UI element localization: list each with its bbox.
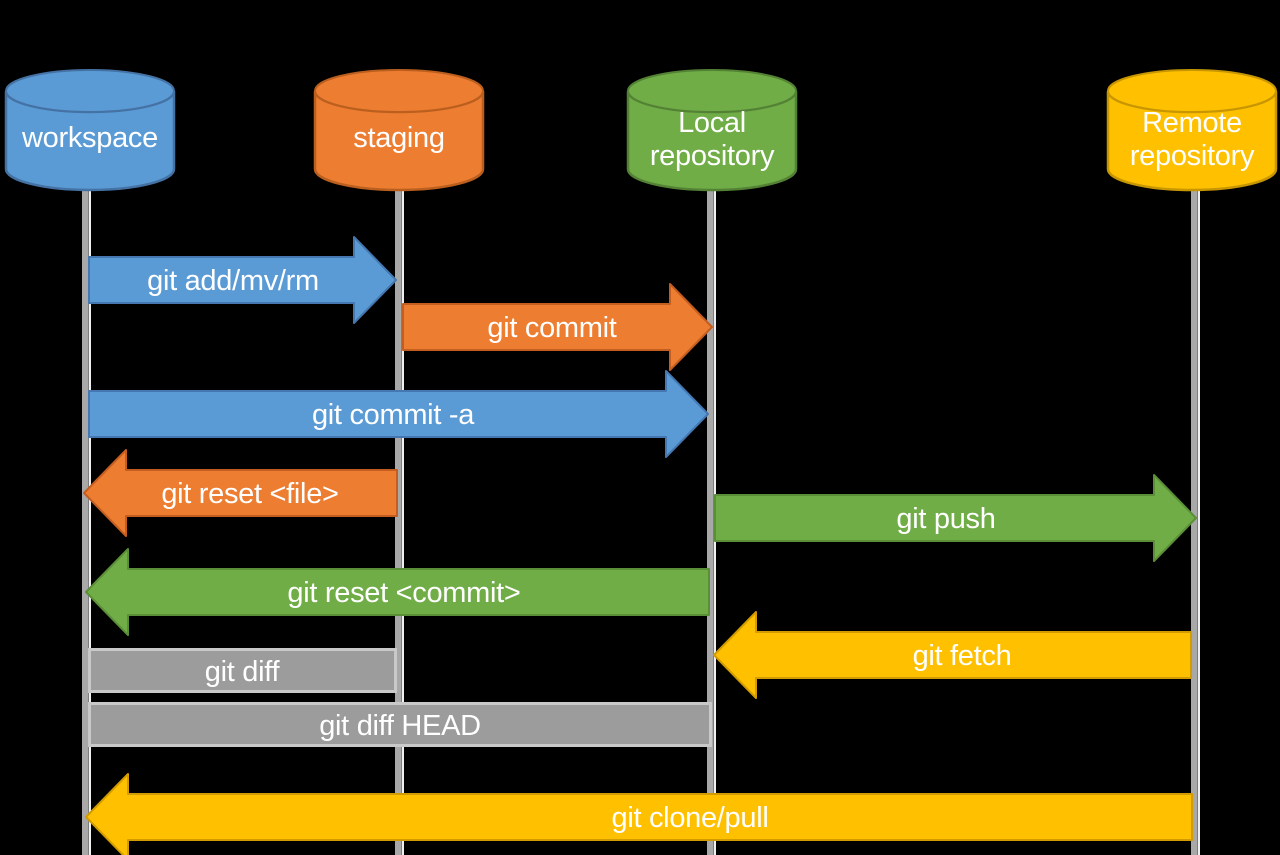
arrow-git-fetch: git fetch bbox=[713, 611, 1192, 699]
arrow-git-commit: git commit bbox=[402, 283, 713, 371]
arrow-shape bbox=[714, 474, 1197, 562]
arrow-label: git fetch bbox=[913, 640, 1012, 672]
arrow-shape bbox=[85, 773, 1193, 855]
store-local-repository bbox=[626, 69, 798, 192]
arrow-label: git commit bbox=[487, 312, 616, 344]
bar-git-diff: git diff bbox=[88, 648, 397, 693]
arrow-label: git reset <file> bbox=[161, 478, 338, 510]
arrow-shape bbox=[83, 449, 398, 537]
arrow-shape bbox=[713, 611, 1192, 699]
arrow-label: git commit -a bbox=[312, 399, 475, 431]
arrow-label: git add/mv/rm bbox=[147, 265, 319, 297]
arrow-git-reset-file: git reset <file> bbox=[83, 449, 398, 537]
arrow-shape bbox=[88, 236, 397, 324]
arrow-git-add-mv-rm: git add/mv/rm bbox=[88, 236, 397, 324]
store-staging bbox=[313, 69, 485, 192]
lifeline-remote-repository bbox=[1191, 186, 1201, 855]
bar-label: git diff bbox=[205, 656, 281, 688]
cylinder-top-icon bbox=[5, 69, 175, 113]
store-remote-repository bbox=[1106, 69, 1278, 192]
lifeline-staging bbox=[395, 186, 405, 855]
arrow-label: git clone/pull bbox=[611, 802, 768, 834]
cylinder-top-icon bbox=[1107, 69, 1277, 113]
arrow-shape bbox=[85, 548, 710, 636]
arrow-shape bbox=[402, 283, 713, 371]
lifeline-workspace bbox=[82, 186, 92, 855]
bar-shape bbox=[88, 702, 712, 747]
lifeline-local-repository bbox=[707, 186, 717, 855]
store-workspace bbox=[4, 69, 176, 192]
bar-git-diff-head: git diff HEAD bbox=[88, 702, 712, 747]
arrow-git-commit-a: git commit -a bbox=[88, 370, 709, 458]
arrow-label: git reset <commit> bbox=[287, 577, 520, 609]
arrow-label: git push bbox=[896, 503, 995, 535]
arrow-git-clone-pull: git clone/pull bbox=[85, 773, 1193, 855]
cylinder-top-icon bbox=[627, 69, 797, 113]
arrow-git-push: git push bbox=[714, 474, 1197, 562]
arrow-git-reset-commit: git reset <commit> bbox=[85, 548, 710, 636]
cylinder-top-icon bbox=[314, 69, 484, 113]
bar-shape bbox=[88, 648, 397, 693]
arrow-shape bbox=[88, 370, 709, 458]
bar-label: git diff HEAD bbox=[319, 710, 481, 742]
